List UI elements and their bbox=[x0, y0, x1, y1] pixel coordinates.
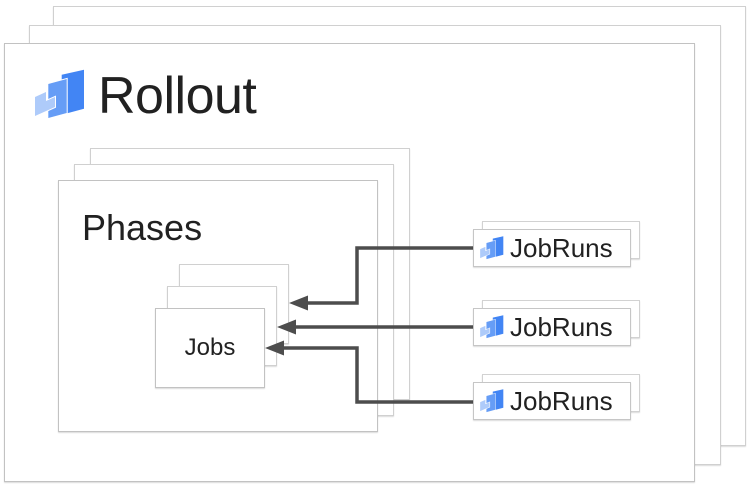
jobs-layer-front: Jobs bbox=[155, 308, 265, 388]
jobruns-label-3: JobRuns bbox=[510, 386, 613, 416]
cloud-deploy-icon bbox=[479, 236, 504, 260]
jobruns-label-1: JobRuns bbox=[510, 233, 613, 263]
rollout-title: Rollout bbox=[98, 67, 257, 125]
jobruns-card-3: JobRuns bbox=[473, 382, 631, 420]
jobs-label: Jobs bbox=[184, 334, 236, 361]
jobruns-card-2: JobRuns bbox=[473, 308, 631, 346]
phases-title: Phases bbox=[82, 207, 203, 248]
jobruns-card-1: JobRuns bbox=[473, 229, 631, 267]
cloud-deploy-icon bbox=[479, 389, 504, 413]
jobruns-label-2: JobRuns bbox=[510, 312, 613, 342]
cloud-deploy-icon bbox=[479, 315, 504, 339]
cloud-deploy-icon bbox=[34, 69, 84, 120]
